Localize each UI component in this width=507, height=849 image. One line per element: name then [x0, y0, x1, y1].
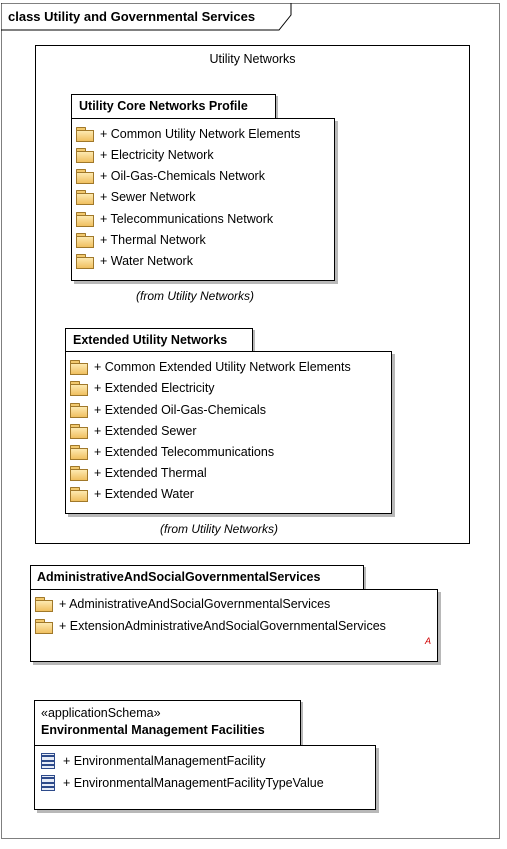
list-item[interactable]: + Extended Oil-Gas-Chemicals: [70, 401, 266, 419]
core-profile-from: (from Utility Networks): [136, 289, 255, 303]
diagram-title: class Utility and Governmental Services: [8, 9, 256, 24]
list-item[interactable]: + Extended Electricity: [70, 379, 215, 397]
extended-networks-title: Extended Utility Networks: [73, 333, 228, 347]
list-item[interactable]: + EnvironmentalManagementFacilityTypeVal…: [41, 774, 324, 792]
list-item[interactable]: + Water Network: [76, 252, 193, 270]
folder-icon: [35, 597, 53, 612]
list-item[interactable]: + Common Extended Utility Network Elemen…: [70, 358, 351, 376]
package-item-label: + Oil-Gas-Chemicals Network: [100, 169, 265, 183]
list-item[interactable]: + EnvironmentalManagementFacility: [41, 752, 266, 770]
list-item[interactable]: + Common Utility Network Elements: [76, 125, 300, 143]
abstract-marker: A: [425, 636, 432, 646]
list-item[interactable]: + Extended Thermal: [70, 464, 207, 482]
package-item-label: + EnvironmentalManagementFacility: [63, 754, 266, 768]
class-icon: [41, 753, 55, 769]
list-item[interactable]: + Oil-Gas-Chemicals Network: [76, 167, 265, 185]
folder-icon: [76, 169, 94, 184]
extended-networks-package[interactable]: [65, 351, 392, 514]
class-icon: [41, 775, 55, 791]
extended-networks-from: (from Utility Networks): [160, 522, 279, 536]
folder-icon: [76, 127, 94, 142]
package-item-label: + Common Utility Network Elements: [100, 127, 301, 141]
package-item-label: + Extended Thermal: [94, 466, 207, 480]
folder-icon: [76, 190, 94, 205]
package-item-label: + Electricity Network: [100, 148, 214, 162]
folder-icon: [70, 403, 88, 418]
admin-package[interactable]: [30, 589, 438, 662]
package-item-label: + Extended Electricity: [94, 381, 215, 395]
folder-icon: [70, 487, 88, 502]
package-item-label: + Water Network: [100, 254, 193, 268]
folder-icon: [70, 445, 88, 460]
env-package-tab[interactable]: «applicationSchema» Environmental Manage…: [34, 700, 301, 747]
utility-networks-label: Utility Networks: [209, 52, 296, 66]
list-item[interactable]: + Telecommunications Network: [76, 210, 273, 228]
admin-package-title: AdministrativeAndSocialGovernmentalServi…: [37, 570, 321, 584]
folder-icon: [70, 424, 88, 439]
package-item-label: + Extended Telecommunications: [94, 445, 275, 459]
env-package-title: Environmental Management Facilities: [41, 723, 265, 737]
extended-networks-tab[interactable]: Extended Utility Networks: [65, 328, 253, 353]
list-item[interactable]: + Electricity Network: [76, 146, 214, 164]
package-item-label: + Extended Sewer: [94, 424, 197, 438]
package-item-label: + Extended Water: [94, 487, 194, 501]
folder-icon: [76, 212, 94, 227]
core-profile-title: Utility Core Networks Profile: [79, 99, 248, 113]
env-package-stereotype: «applicationSchema»: [41, 706, 161, 720]
list-item[interactable]: + Thermal Network: [76, 231, 206, 249]
package-item-label: + Common Extended Utility Network Elemen…: [94, 360, 351, 374]
folder-icon: [70, 466, 88, 481]
package-item-label: + Telecommunications Network: [100, 212, 274, 226]
folder-icon: [70, 381, 88, 396]
list-item[interactable]: + Sewer Network: [76, 188, 196, 206]
folder-icon: [76, 148, 94, 163]
package-item-label: + EnvironmentalManagementFacilityTypeVal…: [63, 776, 324, 790]
folder-icon: [76, 233, 94, 248]
list-item[interactable]: + Extended Telecommunications: [70, 443, 274, 461]
list-item[interactable]: + ExtensionAdministrativeAndSocialGovern…: [35, 617, 386, 635]
admin-package-tab[interactable]: AdministrativeAndSocialGovernmentalServi…: [30, 565, 364, 591]
folder-icon: [76, 254, 94, 269]
list-item[interactable]: + AdministrativeAndSocialGovernmentalSer…: [35, 595, 330, 613]
package-item-label: + ExtensionAdministrativeAndSocialGovern…: [59, 619, 386, 633]
package-item-label: + Thermal Network: [100, 233, 206, 247]
folder-icon: [70, 360, 88, 375]
package-item-label: + Sewer Network: [100, 190, 196, 204]
folder-icon: [35, 619, 53, 634]
package-item-label: + Extended Oil-Gas-Chemicals: [94, 403, 266, 417]
diagram-frame-tab: [1, 3, 292, 31]
core-profile-tab[interactable]: Utility Core Networks Profile: [71, 94, 276, 120]
package-item-label: + AdministrativeAndSocialGovernmentalSer…: [59, 597, 331, 611]
list-item[interactable]: + Extended Sewer: [70, 422, 197, 440]
list-item[interactable]: + Extended Water: [70, 485, 194, 503]
env-package[interactable]: [34, 745, 376, 810]
core-profile-package[interactable]: [71, 118, 335, 281]
